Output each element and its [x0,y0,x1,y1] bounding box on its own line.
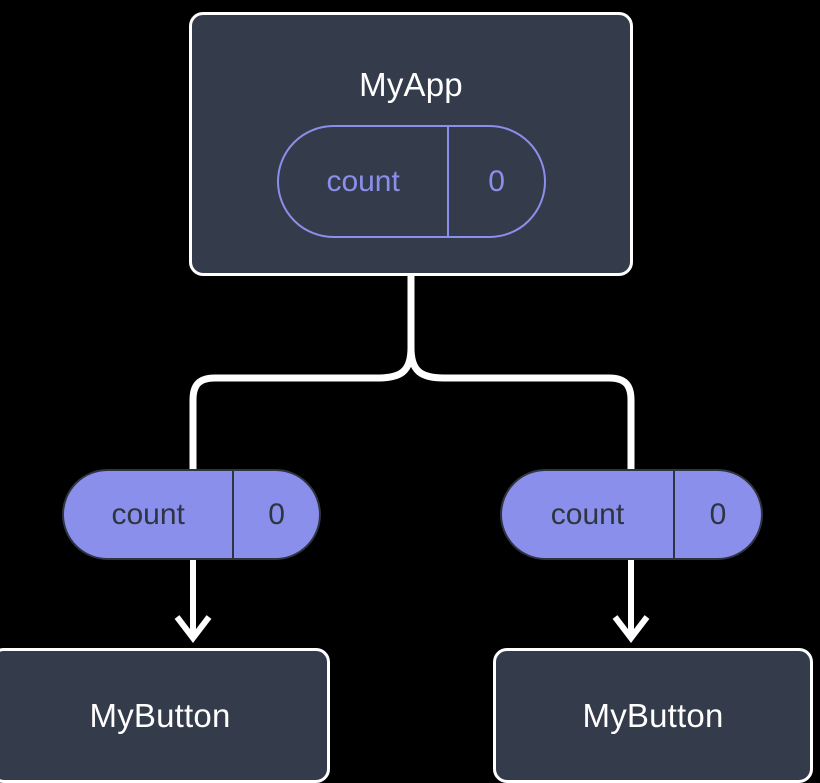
prop-pill-left-count[interactable]: count 0 [62,469,321,560]
prop-pill-value: 0 [709,497,727,531]
prop-pill-value: 0 [268,497,285,531]
branch-right [407,347,635,515]
component-node-mybutton-left[interactable]: MyButton [0,648,330,783]
prop-pill-key: count [502,471,675,558]
prop-arrow-right-head [612,615,650,643]
prop-arrow-left-head [174,615,212,643]
prop-pill-right-count[interactable]: count 0 [500,469,763,560]
state-pill-key: count [279,127,450,236]
state-pill-myapp-count[interactable]: count 0 [277,125,546,238]
component-title-myapp: MyApp [359,66,463,103]
component-title-mybutton-right: MyButton [582,697,724,734]
prop-pill-key: count [64,471,235,558]
state-pill-value: 0 [488,164,505,198]
branch-left [189,347,415,515]
component-title-mybutton-left: MyButton [89,697,231,734]
component-node-mybutton-right[interactable]: MyButton [493,648,813,783]
